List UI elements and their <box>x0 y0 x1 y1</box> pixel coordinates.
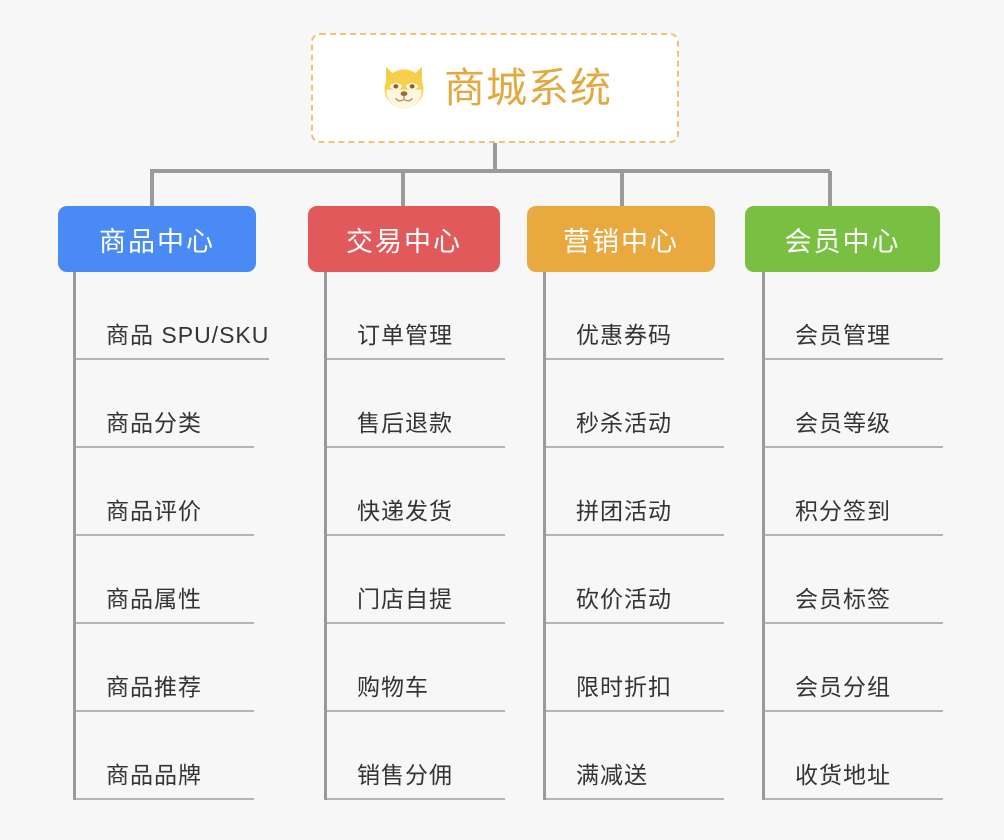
list-item[interactable]: 会员管理 <box>765 272 943 360</box>
list-item[interactable]: 商品分类 <box>76 360 269 448</box>
leaf-label: 秒杀活动 <box>546 404 724 448</box>
list-item[interactable]: 商品 SPU/SKU <box>76 272 270 360</box>
category-header-member[interactable]: 会员中心 <box>745 206 940 272</box>
leaf-label: 积分签到 <box>765 492 943 536</box>
category-column-4: 会员中心 <box>745 206 940 272</box>
drop-line-2 <box>401 171 405 208</box>
leaf-label: 满减送 <box>546 756 724 800</box>
leaf-label: 销售分佣 <box>327 756 505 800</box>
list-item[interactable]: 秒杀活动 <box>546 360 724 448</box>
root-stem-line <box>493 143 497 171</box>
list-item[interactable]: 拼团活动 <box>546 448 724 536</box>
list-item[interactable]: 满减送 <box>546 712 724 800</box>
leaf-label: 商品 SPU/SKU <box>76 316 270 360</box>
list-item[interactable]: 订单管理 <box>327 272 505 360</box>
leaf-label: 售后退款 <box>327 404 505 448</box>
trunk-line-1 <box>73 272 76 800</box>
category-header-product[interactable]: 商品中心 <box>58 206 256 272</box>
leaf-label: 商品推荐 <box>76 668 254 712</box>
list-item[interactable]: 购物车 <box>327 624 505 712</box>
trunk-line-2 <box>324 272 327 800</box>
leaf-label: 收货地址 <box>765 756 943 800</box>
category-header-trade[interactable]: 交易中心 <box>308 206 500 272</box>
drop-line-4 <box>828 171 832 208</box>
list-item[interactable]: 售后退款 <box>327 360 505 448</box>
leaf-label: 商品分类 <box>76 404 254 448</box>
root-node[interactable]: 商城系统 <box>311 33 679 143</box>
leaf-list-marketing: 优惠券码 秒杀活动 拼团活动 砍价活动 限时折扣 满减送 <box>546 272 724 800</box>
leaf-label: 会员等级 <box>765 404 943 448</box>
leaf-label: 购物车 <box>327 668 505 712</box>
list-item[interactable]: 优惠券码 <box>546 272 724 360</box>
leaf-label: 优惠券码 <box>546 316 724 360</box>
leaf-list-member: 会员管理 会员等级 积分签到 会员标签 会员分组 收货地址 <box>765 272 943 800</box>
leaf-label: 商品评价 <box>76 492 254 536</box>
list-item[interactable]: 收货地址 <box>765 712 943 800</box>
leaf-label: 会员标签 <box>765 580 943 624</box>
list-item[interactable]: 会员等级 <box>765 360 943 448</box>
leaf-label: 会员管理 <box>765 316 943 360</box>
leaf-label: 订单管理 <box>327 316 505 360</box>
drop-line-1 <box>150 171 154 208</box>
list-item[interactable]: 商品属性 <box>76 536 269 624</box>
leaf-label: 会员分组 <box>765 668 943 712</box>
leaf-label: 门店自提 <box>327 580 505 624</box>
shiba-dog-face-icon <box>384 66 424 110</box>
leaf-label: 商品品牌 <box>76 756 254 800</box>
category-column-2: 交易中心 <box>308 206 500 272</box>
drop-line-3 <box>620 171 624 208</box>
list-item[interactable]: 限时折扣 <box>546 624 724 712</box>
leaf-label: 商品属性 <box>76 580 254 624</box>
list-item[interactable]: 门店自提 <box>327 536 505 624</box>
leaf-label: 拼团活动 <box>546 492 724 536</box>
leaf-label: 快递发货 <box>327 492 505 536</box>
list-item[interactable]: 商品品牌 <box>76 712 269 800</box>
list-item[interactable]: 商品推荐 <box>76 624 269 712</box>
list-item[interactable]: 商品评价 <box>76 448 269 536</box>
trunk-line-4 <box>762 272 765 800</box>
leaf-list-trade: 订单管理 售后退款 快递发货 门店自提 购物车 销售分佣 <box>327 272 505 800</box>
category-header-marketing[interactable]: 营销中心 <box>527 206 715 272</box>
list-item[interactable]: 快递发货 <box>327 448 505 536</box>
root-title: 商城系统 <box>444 64 612 111</box>
horizontal-bus-line <box>150 169 830 173</box>
list-item[interactable]: 会员分组 <box>765 624 943 712</box>
list-item[interactable]: 积分签到 <box>765 448 943 536</box>
list-item[interactable]: 销售分佣 <box>327 712 505 800</box>
list-item[interactable]: 砍价活动 <box>546 536 724 624</box>
category-column-1: 商品中心 <box>58 206 256 272</box>
leaf-list-product: 商品 SPU/SKU 商品分类 商品评价 商品属性 商品推荐 商品品牌 <box>76 272 270 800</box>
category-column-3: 营销中心 <box>527 206 715 272</box>
list-item[interactable]: 会员标签 <box>765 536 943 624</box>
leaf-label: 限时折扣 <box>546 668 724 712</box>
trunk-line-3 <box>543 272 546 800</box>
leaf-label: 砍价活动 <box>546 580 724 624</box>
